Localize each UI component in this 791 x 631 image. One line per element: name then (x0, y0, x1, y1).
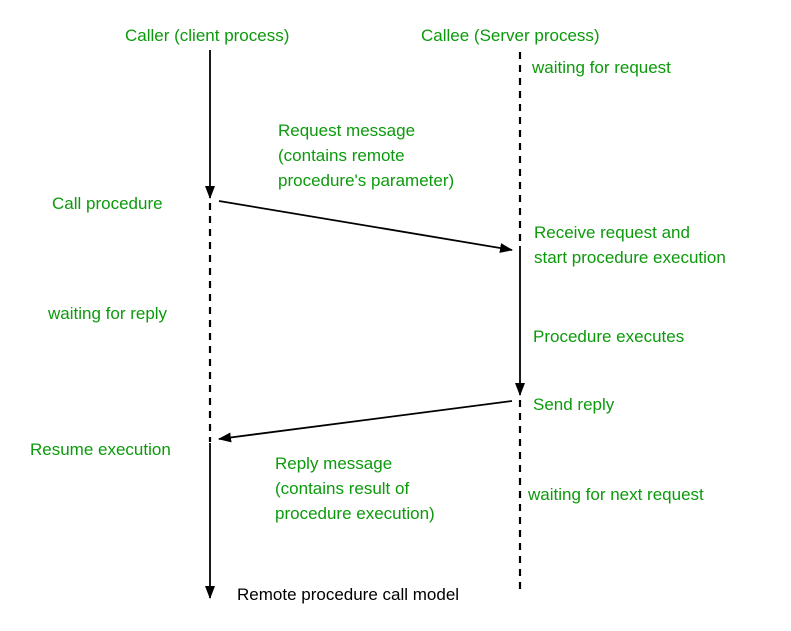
request-message-line2: (contains remote (278, 146, 405, 165)
request-message-annotation: Request message (contains remote procedu… (278, 118, 454, 193)
receive-request-line1: Receive request and (534, 223, 690, 242)
caller-header-label: Caller (client process) (125, 26, 290, 45)
call-procedure-label: Call procedure (52, 194, 163, 213)
reply-message-line1: Reply message (275, 454, 393, 473)
request-message-arrow (218, 200, 513, 253)
callee-header-label: Callee (Server process) (421, 26, 600, 45)
reply-message-annotation: Reply message (contains result of proced… (275, 451, 435, 526)
receive-request-annotation: Receive request and start procedure exec… (534, 220, 726, 270)
reply-message-line2: (contains result of (275, 479, 410, 498)
procedure-executes-label: Procedure executes (533, 327, 685, 346)
diagram-caption: Remote procedure call model (237, 585, 460, 604)
receive-request-line2: start procedure execution (534, 248, 726, 267)
waiting-for-request-label: waiting for request (532, 58, 671, 77)
waiting-for-reply-label: waiting for reply (48, 304, 168, 323)
request-message-line3: procedure's parameter) (278, 171, 455, 190)
reply-message-line3: procedure execution) (275, 504, 435, 523)
reply-message-arrow (218, 400, 513, 443)
request-message-line1: Request message (278, 121, 416, 140)
waiting-for-next-request-label: waiting for next request (528, 485, 704, 504)
resume-execution-label: Resume execution (30, 440, 171, 459)
send-reply-label: Send reply (533, 395, 615, 414)
